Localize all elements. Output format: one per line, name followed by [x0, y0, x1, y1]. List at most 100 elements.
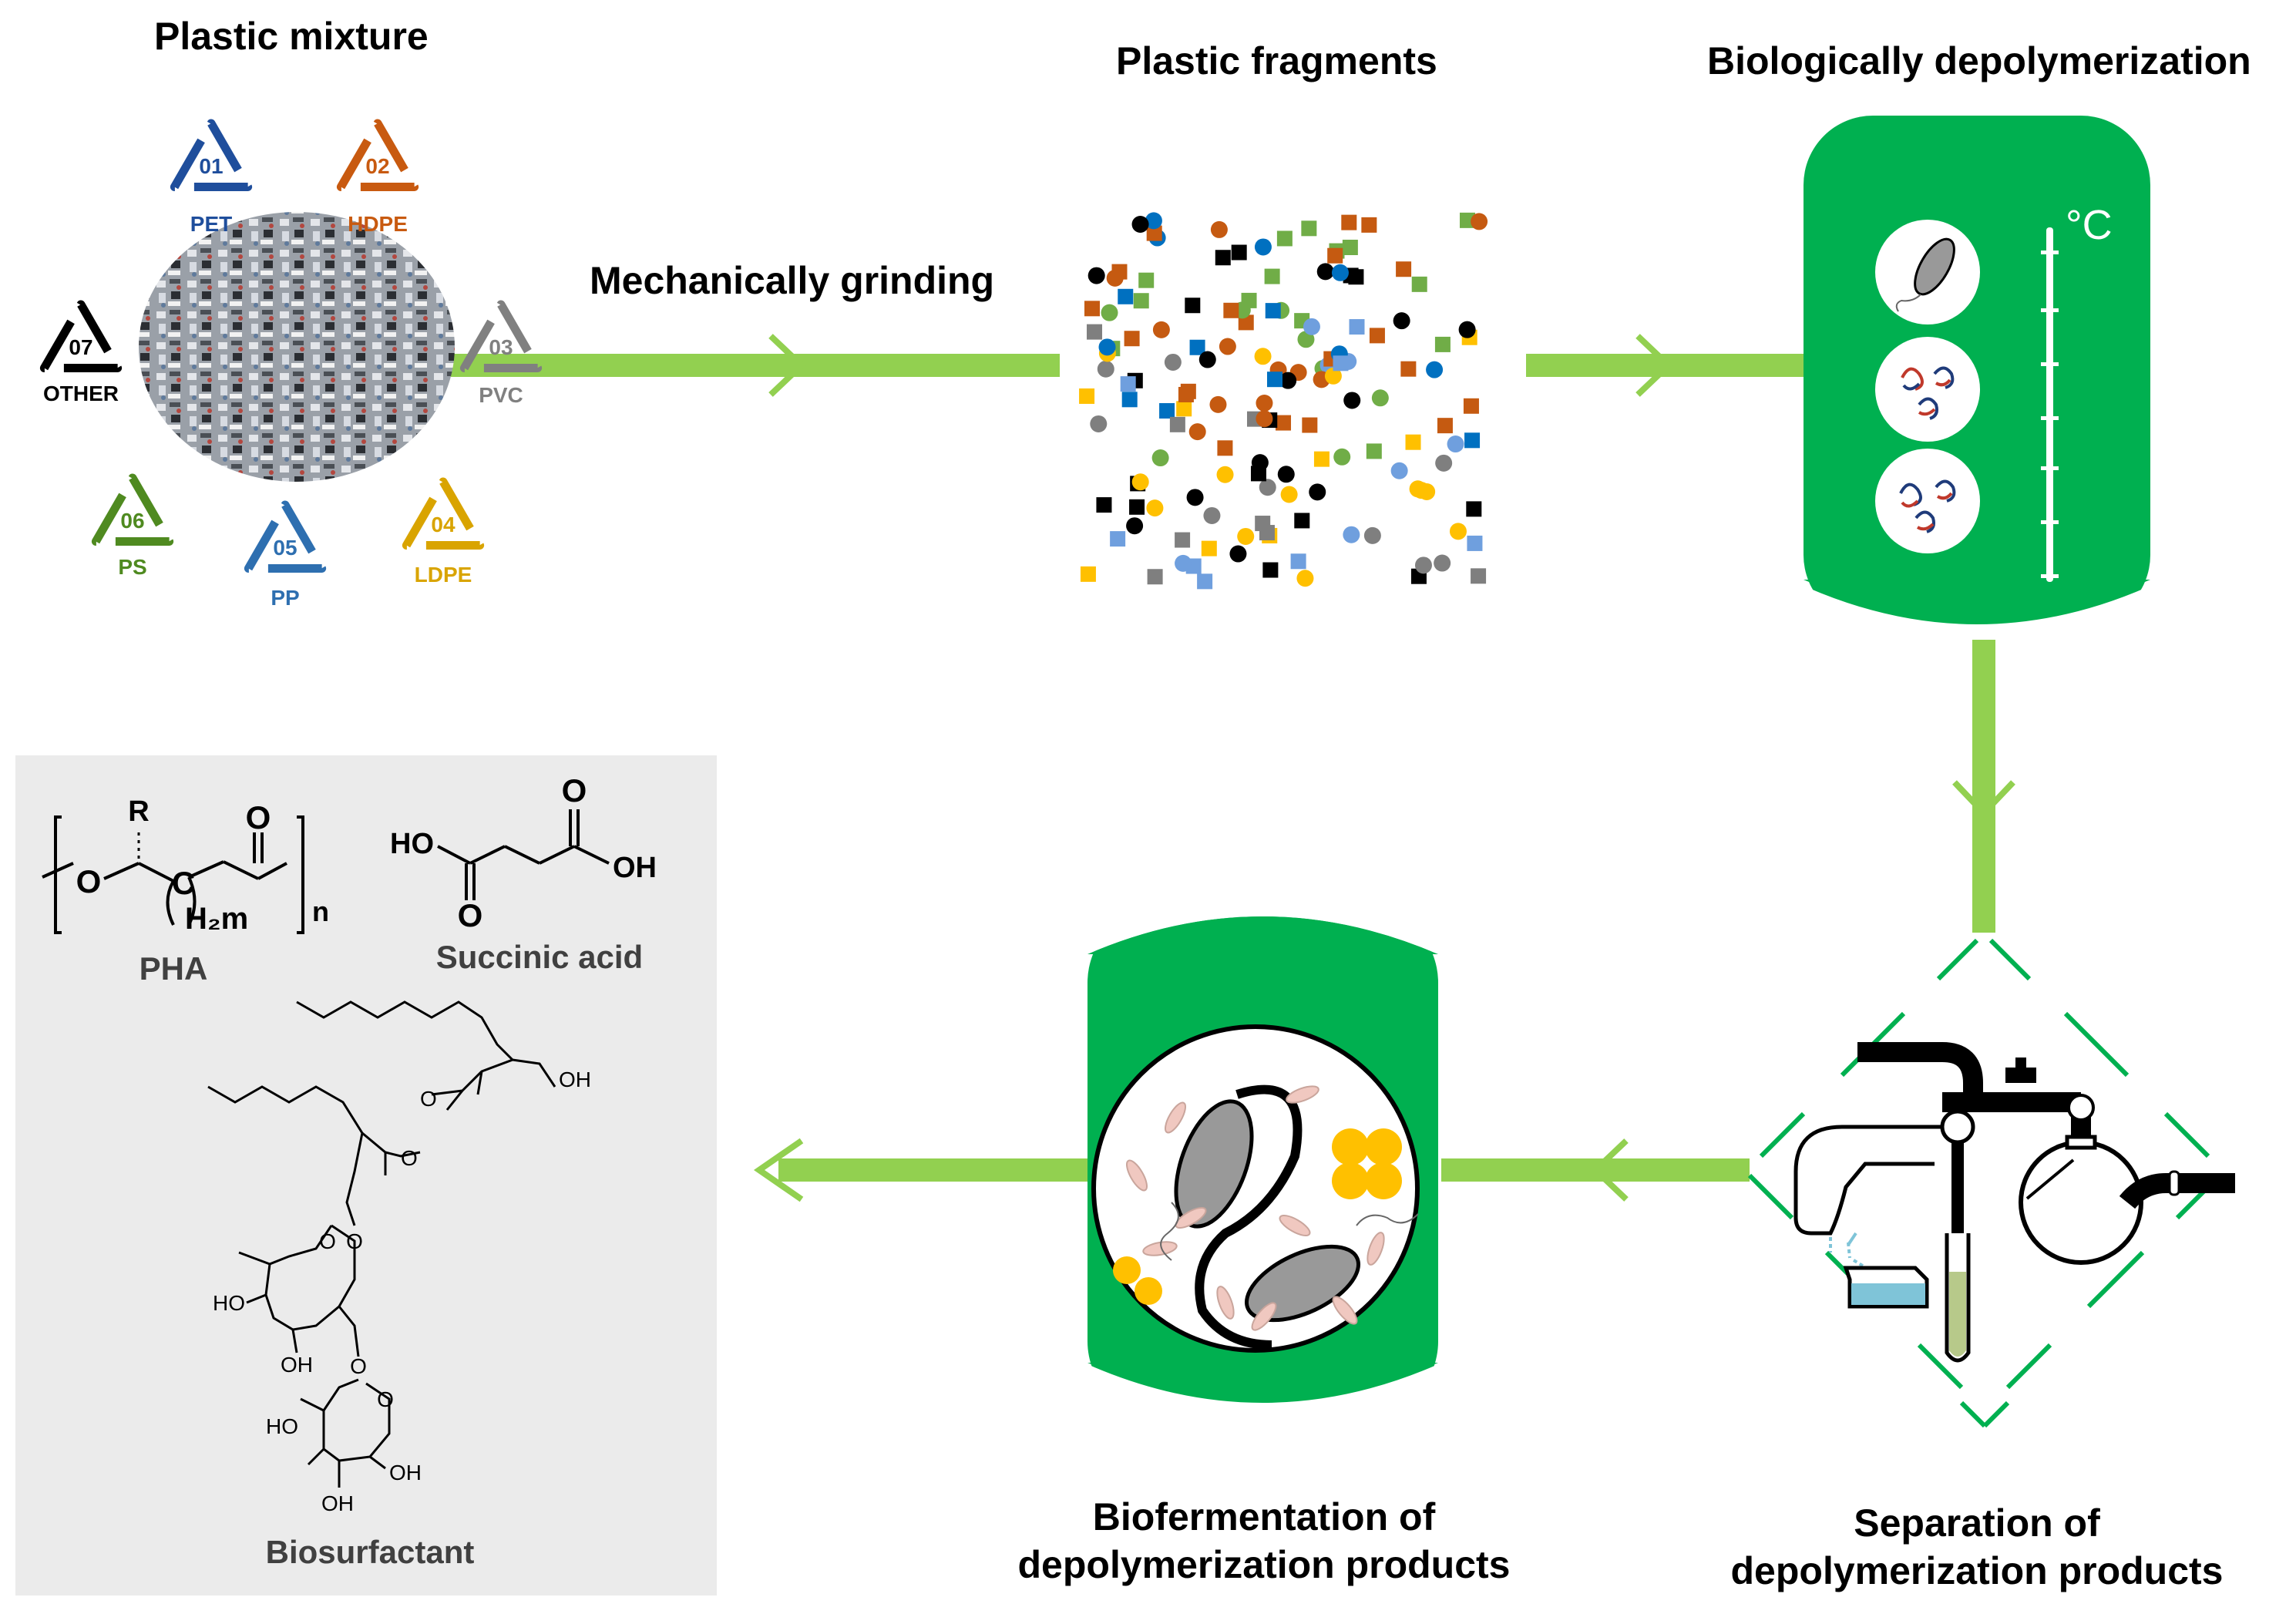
- recycle-code-number: 04: [431, 513, 456, 536]
- succinic-oh: OH: [613, 852, 657, 884]
- plastic-fragment: [1467, 535, 1483, 551]
- plastic-fragment: [1238, 314, 1254, 331]
- plastic-fragment: [1405, 434, 1421, 450]
- plastic-fragment: [1277, 466, 1295, 483]
- plastic-fragment: [1147, 569, 1163, 585]
- plastic-fragment: [1447, 435, 1464, 453]
- recycle-arrows-icon: [336, 119, 419, 191]
- plastic-fragment: [1264, 268, 1280, 284]
- plastic-fragment: [1176, 401, 1192, 417]
- plastic-fragment: [1265, 303, 1281, 319]
- plastic-fragment: [1276, 415, 1292, 431]
- pha-o-atom: O: [76, 863, 102, 899]
- plastic-fragment: [1219, 338, 1236, 355]
- plastic-fragment: [1087, 267, 1105, 284]
- recycle-code-name: PP: [271, 586, 299, 610]
- recycle-code-number: 03: [489, 335, 513, 359]
- plastic-fragment: [1390, 462, 1408, 479]
- plastic-fragments-title: Plastic fragments: [1116, 39, 1437, 82]
- plastic-fragment: [1096, 497, 1112, 513]
- biofermentation-tank: [1087, 906, 1438, 1418]
- recycle-code-number: 01: [199, 154, 223, 178]
- recycle-code-number: 07: [69, 335, 92, 359]
- plastic-fragment: [1098, 338, 1116, 356]
- pha-c-atom: C: [172, 865, 195, 901]
- biofermentation-title: Biofermentation of depolymerization prod…: [967, 1493, 1561, 1589]
- plastic-fragment: [1259, 479, 1276, 496]
- plastic-fragment: [1217, 440, 1233, 456]
- recycle-code-name: LDPE: [415, 563, 472, 587]
- plastic-fragment: [1437, 418, 1453, 434]
- plastic-fragment: [1124, 331, 1140, 347]
- plastic-fragment: [1343, 392, 1361, 409]
- arrow-to-tank: [1526, 334, 1811, 397]
- plastic-fragment: [1333, 448, 1351, 466]
- plastic-fragment: [1090, 415, 1108, 432]
- biofermentation-title-line2: depolymerization products: [1017, 1543, 1511, 1586]
- plastic-fragment: [1237, 527, 1255, 545]
- bio-ho-2: HO: [266, 1414, 298, 1438]
- plastic-fragment: [1342, 239, 1358, 255]
- recycle-arrows-icon: [91, 473, 174, 546]
- pha-h2m: H₂m: [185, 902, 248, 936]
- plastic-fragment: [1254, 348, 1272, 365]
- plastic-fragment: [1331, 264, 1349, 281]
- plastic-fragment: [1313, 451, 1330, 467]
- recycle-arrows-icon: [244, 500, 327, 573]
- plastic-fragment: [1413, 482, 1430, 499]
- plastic-fragment: [1366, 443, 1382, 459]
- separation-apparatus: [1747, 938, 2235, 1428]
- plastic-fragment: [1296, 570, 1314, 587]
- bio-oh-3: OH: [321, 1491, 354, 1515]
- bio-o-1: O: [401, 1146, 418, 1170]
- biofermentation-title-line1: Biofermentation of: [1092, 1495, 1436, 1538]
- plastic-fragment: [1400, 361, 1417, 377]
- plastic-fragment: [1229, 545, 1247, 563]
- test-tube-icon: [1945, 1233, 1971, 1363]
- plastic-fragment: [1079, 388, 1095, 404]
- succinic-acid-structure: [437, 809, 610, 900]
- separation-title: Separation of depolymerization products: [1688, 1499, 2266, 1595]
- plastic-fragment: [1250, 466, 1266, 482]
- arrow-left-final: [753, 1138, 1102, 1202]
- chem-labels: R O O C H₂m n HO O O OH OH O O O O HO OH…: [76, 772, 657, 1515]
- plastic-fragment: [1259, 525, 1275, 541]
- plastic-fragment: [1121, 392, 1138, 408]
- recycle-code-name: PS: [118, 555, 146, 579]
- arrow-down: [1952, 640, 2015, 933]
- plastic-fragment: [1146, 225, 1162, 241]
- bio-o-3: O: [346, 1229, 363, 1253]
- bio-oh-4: OH: [389, 1461, 422, 1485]
- recycle-arrows-icon: [402, 477, 485, 550]
- plastic-fragment: [1464, 432, 1481, 449]
- pha-carbonyl-o: O: [246, 799, 271, 836]
- recycle-code-number: 02: [365, 154, 389, 178]
- plastic-fragment: [1186, 489, 1204, 506]
- plastic-fragment: [1231, 244, 1247, 261]
- pha-label: PHA: [139, 950, 208, 987]
- bio-o-4: O: [350, 1354, 367, 1378]
- recycle-code-name: PET: [190, 212, 232, 236]
- plastic-fragment: [1276, 230, 1293, 247]
- plastic-fragment: [1301, 220, 1317, 237]
- bio-oh-1: OH: [559, 1068, 591, 1091]
- enzyme-circle-2: [1875, 449, 1980, 553]
- plastic-fragment: [1256, 394, 1273, 412]
- plastic-fragment: [1316, 263, 1334, 281]
- plastic-fragment: [1084, 301, 1100, 317]
- flask-icon: [2019, 1135, 2143, 1265]
- biosurfactant-label: Biosurfactant: [265, 1534, 475, 1570]
- plastic-fragment: [1215, 250, 1231, 266]
- bio-ho-1: HO: [213, 1291, 245, 1315]
- recycle-code-name: HDPE: [348, 212, 408, 236]
- plastic-fragment: [1126, 517, 1144, 535]
- bio-o-ring: O: [319, 1229, 336, 1253]
- pha-r-atom: R: [128, 795, 149, 828]
- recycle-arrows-icon: [459, 300, 543, 372]
- plastic-fragment: [1159, 403, 1175, 419]
- plastic-fragment: [1266, 372, 1282, 388]
